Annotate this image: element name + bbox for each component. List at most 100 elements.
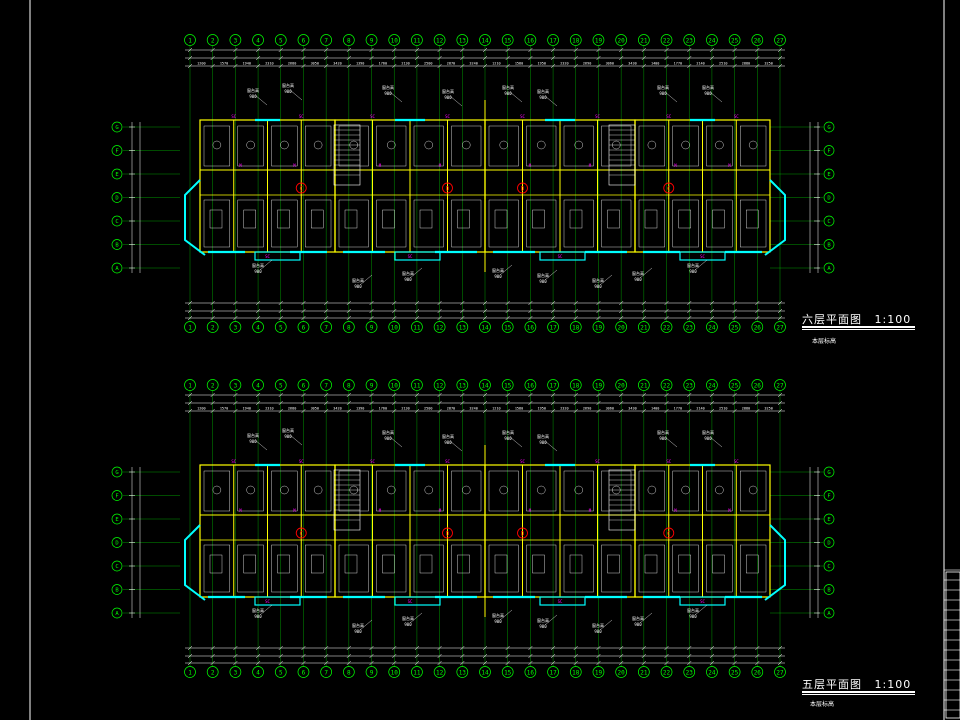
room-interior bbox=[526, 544, 557, 593]
row-label-left: F bbox=[115, 494, 118, 500]
dim-tick bbox=[596, 408, 601, 414]
dim-tick bbox=[255, 47, 261, 53]
dim-tick bbox=[618, 392, 624, 398]
dim-tick bbox=[255, 645, 261, 651]
annotation-text: 窗台高 bbox=[492, 612, 504, 618]
axis-bubble-top bbox=[229, 34, 242, 46]
dim-tick bbox=[346, 47, 352, 53]
dim-tick bbox=[550, 660, 556, 666]
dim-tick bbox=[369, 660, 374, 666]
dim-value: 1200 bbox=[197, 407, 205, 411]
dim-tick bbox=[755, 660, 760, 666]
row-bubble-right bbox=[823, 168, 835, 180]
dim-tick bbox=[255, 300, 261, 306]
room-interior bbox=[563, 199, 594, 248]
room-interior bbox=[237, 544, 264, 593]
leader-line bbox=[254, 439, 268, 451]
dim-tick bbox=[528, 645, 533, 651]
furniture-bed bbox=[277, 554, 290, 574]
axis-label-bottom: 27 bbox=[776, 670, 784, 677]
dim-tick bbox=[482, 645, 488, 651]
axis-label-top: 10 bbox=[391, 383, 399, 390]
annotation-text: 窗台高 bbox=[657, 84, 669, 90]
room-interior bbox=[271, 125, 298, 167]
annotation-text: 900 bbox=[384, 91, 392, 96]
axis-bubble-top bbox=[774, 34, 786, 46]
axis-bubble-top bbox=[592, 34, 605, 46]
dim-tick bbox=[755, 63, 760, 69]
furniture-table bbox=[681, 485, 690, 495]
dim-tick bbox=[505, 55, 510, 61]
dim-tick bbox=[233, 47, 238, 53]
annotation-text: 窗台高 bbox=[632, 615, 644, 621]
axis-label-bottom: 5 bbox=[279, 325, 283, 332]
dim-tick bbox=[528, 55, 533, 61]
room-interior bbox=[526, 125, 557, 167]
dim-tick bbox=[618, 308, 624, 314]
furniture-table bbox=[537, 140, 546, 150]
dim-value: 2510 bbox=[719, 407, 727, 411]
dim-value: 2680 bbox=[288, 407, 296, 411]
axis-label-top: 12 bbox=[436, 383, 444, 390]
room-interior bbox=[488, 199, 519, 248]
dim-tick bbox=[437, 47, 442, 53]
dim-tick bbox=[505, 645, 510, 651]
dim-tick bbox=[187, 308, 193, 314]
side-bay-window-left bbox=[184, 524, 206, 601]
furniture-bed bbox=[746, 554, 759, 574]
dim-tick bbox=[301, 308, 306, 314]
door-tag: M bbox=[379, 163, 382, 168]
room-interior bbox=[376, 470, 407, 512]
furniture-table bbox=[212, 485, 222, 495]
balcony bbox=[394, 596, 441, 606]
room-interior bbox=[601, 125, 632, 167]
dim-tick bbox=[323, 645, 329, 651]
dim-tick bbox=[664, 408, 669, 414]
dim-tick bbox=[641, 55, 647, 61]
title-underline bbox=[802, 691, 916, 693]
row-bubble-right bbox=[823, 490, 835, 501]
annotation-text: 900 bbox=[404, 277, 412, 282]
door-tag: M bbox=[293, 163, 296, 168]
row-label-left: B bbox=[115, 243, 119, 249]
dim-tick bbox=[323, 63, 329, 69]
dim-tick bbox=[301, 55, 306, 61]
dim-tick bbox=[460, 47, 465, 53]
furniture-bed bbox=[382, 209, 395, 229]
dim-tick bbox=[255, 400, 261, 406]
room-interior bbox=[601, 470, 632, 512]
axis-label-top: 23 bbox=[686, 383, 694, 390]
furniture-bed bbox=[569, 209, 583, 229]
dim-value: 3060 bbox=[606, 407, 614, 411]
dim-tick bbox=[233, 300, 238, 306]
dim-tick bbox=[437, 392, 442, 398]
dim-tick bbox=[482, 308, 488, 314]
leader-line bbox=[389, 436, 403, 448]
room-interior bbox=[203, 199, 230, 248]
dim-tick bbox=[278, 308, 283, 314]
door-tag: M bbox=[239, 163, 242, 168]
dim-tick bbox=[346, 55, 352, 61]
dim-tick bbox=[323, 653, 329, 659]
dim-tick bbox=[369, 408, 374, 414]
axis-bubble-top bbox=[524, 379, 537, 391]
furniture-table bbox=[574, 485, 583, 495]
dim-tick bbox=[346, 400, 352, 406]
row-bubble-left bbox=[111, 262, 123, 274]
axis-label-bottom: 9 bbox=[370, 325, 374, 332]
row-label-left: D bbox=[115, 541, 118, 547]
furniture-table bbox=[537, 485, 546, 495]
room-interior bbox=[413, 125, 444, 167]
unit-type-bubble bbox=[663, 527, 675, 539]
axis-label-top: 5 bbox=[279, 383, 283, 390]
axis-label-top: 25 bbox=[731, 38, 739, 45]
side-bay-window-left bbox=[184, 179, 206, 256]
dim-tick bbox=[255, 55, 261, 61]
annotation-text: 900 bbox=[689, 269, 697, 274]
sixth-floor-elevation: 本层标高 bbox=[812, 336, 836, 345]
axis-label-bottom: 6 bbox=[302, 325, 306, 332]
window-tag: SC bbox=[520, 114, 525, 119]
dim-tick bbox=[573, 300, 578, 306]
unit-type-mark: D bbox=[521, 186, 525, 193]
dim-tick bbox=[732, 308, 737, 314]
